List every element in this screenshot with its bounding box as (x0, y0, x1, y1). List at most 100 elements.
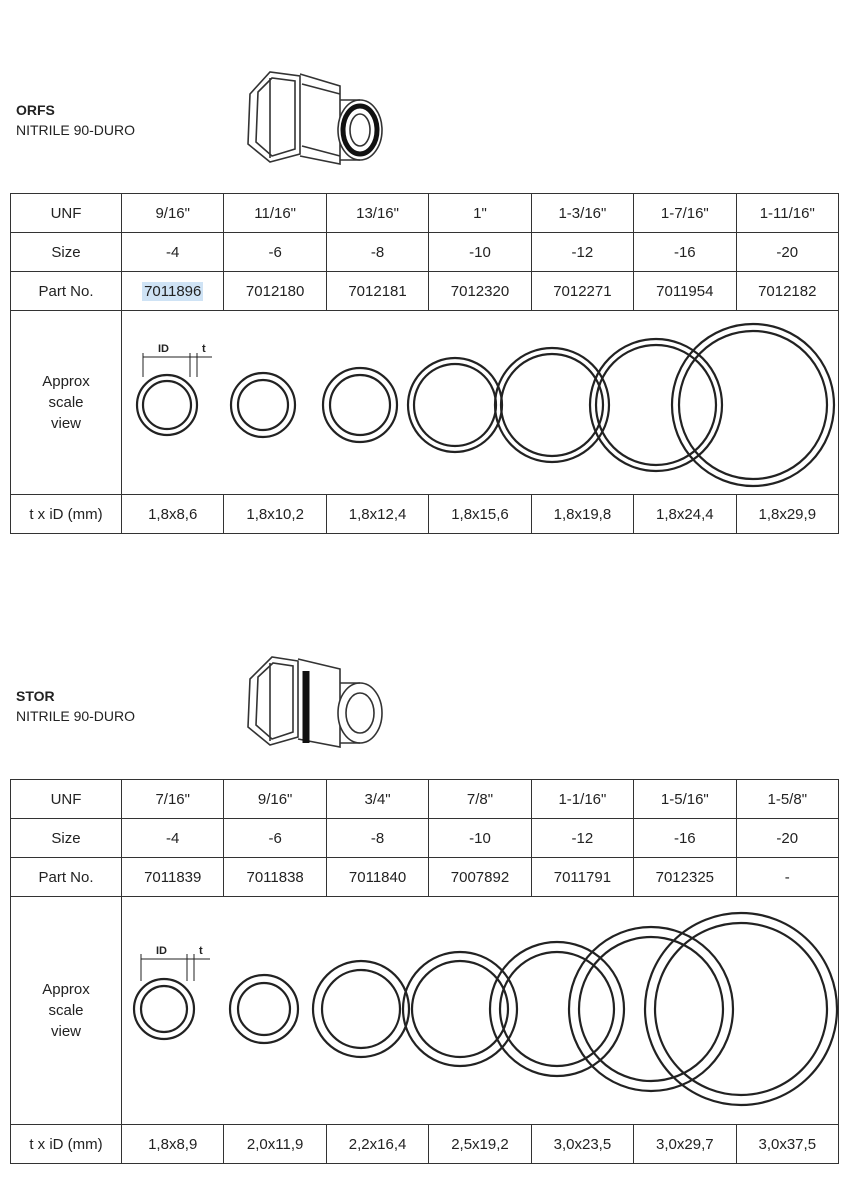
dims-cell: 1,8x8,9 (120, 1124, 225, 1164)
o-ring-icon (588, 337, 724, 473)
part-cell[interactable]: 7011954 (633, 271, 737, 311)
dims-cell: 1,8x15,6 (428, 494, 532, 534)
o-ring-icon (488, 940, 626, 1078)
stor-rings-cell: ID t (121, 896, 839, 1125)
dims-cell: 1,8x24,4 (633, 494, 737, 534)
part-cell[interactable]: 7012320 (428, 271, 532, 311)
size-cell: -12 (530, 232, 635, 272)
size-cell: -16 (633, 818, 737, 858)
part-cell[interactable]: 7011791 (530, 857, 635, 897)
orfs-material: NITRILE 90-DURO (16, 122, 136, 138)
size-cell: -4 (120, 818, 225, 858)
id-dimension-label: ID (158, 343, 169, 355)
dims-cell: 2,5x19,2 (428, 1124, 532, 1164)
dims-cell: 1,8x19,8 (530, 494, 635, 534)
dims-cell: 1,8x8,6 (120, 494, 225, 534)
unf-cell: 9/16" (120, 193, 225, 233)
dims-cell: 2,2x16,4 (325, 1124, 430, 1164)
part-cell[interactable]: 7012271 (530, 271, 635, 311)
part-cell[interactable]: 7012182 (735, 271, 840, 311)
part-cell[interactable]: 7011839 (120, 857, 225, 897)
o-ring-icon (401, 950, 519, 1068)
stor-title: STOR NITRILE 90-DURO (16, 686, 135, 726)
stor-rings-drawing: ID t (132, 911, 839, 1107)
orfs-view-row: Approx scale view (10, 310, 839, 495)
size-cell: -10 (428, 232, 532, 272)
o-ring-icon (311, 959, 411, 1059)
view-word: view (50, 1023, 81, 1040)
size-cell: -10 (428, 818, 532, 858)
unf-cell: 1-7/16" (633, 193, 737, 233)
part-label: Part No. (10, 857, 122, 897)
dims-cell: 3,0x29,7 (633, 1124, 737, 1164)
orfs-rings-cell: ID t (121, 310, 839, 495)
stor-fitting-illustration (247, 656, 383, 748)
part-cell[interactable]: 7012181 (325, 271, 430, 311)
unf-cell: 1-1/16" (530, 779, 635, 819)
part-label: Part No. (10, 271, 122, 311)
size-cell: -6 (223, 232, 327, 272)
part-cell[interactable]: 7011840 (325, 857, 430, 897)
approx-word: Approx (42, 373, 90, 390)
part-number-highlighted[interactable]: 7011896 (142, 281, 204, 301)
dims-cell: 2,0x11,9 (223, 1124, 327, 1164)
stor-view-row: Approx scale view (10, 896, 839, 1125)
dims-cell: 3,0x37,5 (735, 1124, 840, 1164)
o-ring-icon (643, 911, 839, 1107)
o-ring-icon (321, 366, 399, 444)
orfs-rings-drawing: ID t (135, 322, 836, 488)
stor-dims-row: t x iD (mm) 1,8x8,9 2,0x11,9 2,2x16,4 2,… (10, 1124, 840, 1164)
orfs-size-row: Size -4 -6 -8 -10 -12 -16 -20 (10, 232, 840, 272)
stor-material: NITRILE 90-DURO (16, 708, 136, 724)
orfs-fitting-illustration (247, 71, 383, 165)
unf-cell: 1-11/16" (735, 193, 840, 233)
dims-cell: 3,0x23,5 (530, 1124, 635, 1164)
o-ring-icon (567, 925, 735, 1093)
t-dimension-label: t (202, 343, 206, 355)
unf-label: UNF (10, 193, 122, 233)
stor-size-row: Size -4 -6 -8 -10 -12 -16 -20 (10, 818, 840, 858)
unf-cell: 11/16" (223, 193, 327, 233)
unf-cell: 7/8" (428, 779, 532, 819)
part-cell: - (735, 857, 840, 897)
orfs-unf-row: UNF 9/16" 11/16" 13/16" 1" 1-3/16" 1-7/1… (10, 193, 840, 233)
size-cell: -4 (120, 232, 225, 272)
stor-unf-row: UNF 7/16" 9/16" 3/4" 7/8" 1-1/16" 1-5/16… (10, 779, 840, 819)
scale-word: scale (48, 394, 84, 411)
scale-word: scale (48, 1002, 84, 1019)
stor-part-row: Part No. 7011839 7011838 7011840 7007892… (10, 857, 840, 897)
size-cell: -16 (633, 232, 737, 272)
part-cell[interactable]: 7012325 (633, 857, 737, 897)
part-cell[interactable]: 7012180 (223, 271, 327, 311)
size-label: Size (10, 818, 122, 858)
dims-cell: 1,8x29,9 (735, 494, 840, 534)
o-ring-icon (670, 322, 836, 488)
o-ring-icon (229, 371, 297, 439)
id-dimension-label: ID (156, 945, 167, 957)
orfs-name: ORFS (16, 102, 55, 118)
approx-word: Approx (42, 981, 90, 998)
size-cell: -20 (735, 232, 840, 272)
dims-label: t x iD (mm) (10, 1124, 122, 1164)
stor-name: STOR (16, 688, 55, 704)
size-label: Size (10, 232, 122, 272)
part-cell[interactable]: 7007892 (428, 857, 532, 897)
part-cell[interactable]: 7011838 (223, 857, 327, 897)
o-ring-icon (493, 346, 611, 464)
size-cell: -12 (530, 818, 635, 858)
dims-cell: 1,8x10,2 (223, 494, 327, 534)
t-dimension-label: t (199, 945, 203, 957)
view-word: view (50, 415, 81, 432)
unf-cell: 1-3/16" (530, 193, 635, 233)
size-cell: -8 (325, 232, 430, 272)
size-cell: -20 (735, 818, 840, 858)
o-ring-icon (135, 373, 199, 437)
unf-cell: 9/16" (223, 779, 327, 819)
size-cell: -8 (325, 818, 430, 858)
unf-cell: 7/16" (120, 779, 225, 819)
stor-table: UNF 7/16" 9/16" 3/4" 7/8" 1-1/16" 1-5/16… (10, 779, 840, 1164)
approx-scale-view-label: Approx scale view (10, 310, 122, 495)
unf-cell: 1" (428, 193, 532, 233)
part-cell[interactable]: 7011896 (120, 271, 225, 311)
unf-cell: 13/16" (325, 193, 430, 233)
